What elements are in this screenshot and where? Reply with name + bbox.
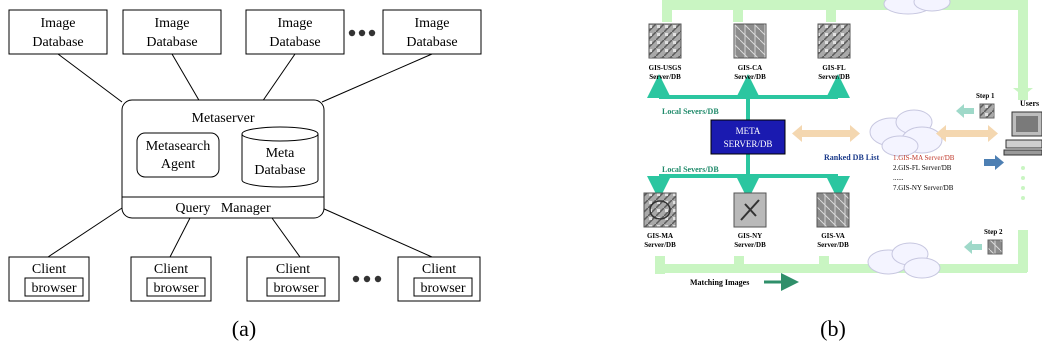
image-database-2-line1: Image bbox=[155, 16, 190, 31]
client-1-label: Client bbox=[32, 262, 66, 277]
server-gis-ca: GIS-CA Server/DB bbox=[733, 23, 767, 81]
meta-server-line1: META bbox=[736, 126, 761, 136]
client-3: Client browser bbox=[246, 256, 340, 302]
client-3-label: Client bbox=[276, 262, 310, 277]
server-gis-usgs-line1: GIS-USGS bbox=[649, 64, 682, 72]
image-database-4-line1: Image bbox=[415, 16, 450, 31]
image-database-4: Image Database bbox=[382, 9, 482, 55]
image-database-3: Image Database bbox=[245, 9, 345, 55]
image-database-1-line2: Database bbox=[32, 35, 83, 50]
ranked-item-2: 2.GIS-FL Server/DB bbox=[893, 164, 952, 172]
server-gis-fl: GIS-FL Server/DB bbox=[817, 23, 851, 81]
metasearch-agent-line2: Agent bbox=[161, 157, 195, 172]
step-2-label: Step 2 bbox=[984, 228, 1003, 236]
client-2: Client browser bbox=[130, 256, 212, 302]
meta-database-line2: Database bbox=[254, 163, 305, 178]
client-2-label: Client bbox=[154, 262, 188, 277]
server-gis-ny-line1: GIS-NY bbox=[738, 232, 763, 240]
client-4-browser: browser bbox=[420, 281, 465, 296]
metasearch-agent-line1: Metasearch bbox=[146, 139, 211, 154]
meta-server-box: META SERVER/DB bbox=[710, 119, 786, 155]
local-servers-label-top: Local Severs/DB bbox=[662, 107, 719, 116]
meta-database-cylinder: Meta Database bbox=[241, 126, 319, 188]
caption-a: (a) bbox=[232, 316, 256, 341]
ranked-db-list: Ranked DB List 1.GIS-MA Server/DB 2.GIS-… bbox=[824, 153, 955, 192]
panel-a: Image Database Image Database Image Data… bbox=[8, 9, 482, 341]
dotted-link bbox=[1021, 166, 1025, 200]
step-1-label: Step 1 bbox=[976, 92, 995, 100]
server-gis-fl-line1: GIS-FL bbox=[822, 64, 846, 72]
server-gis-ca-line1: GIS-CA bbox=[738, 64, 763, 72]
ellipsis-dots-top bbox=[348, 29, 376, 37]
network-cloud-middle bbox=[869, 109, 943, 157]
ranked-title: Ranked DB List bbox=[824, 153, 879, 162]
outer-loop-bands bbox=[655, 0, 1028, 274]
image-database-2-line2: Database bbox=[146, 35, 197, 50]
ellipsis-dots-bottom bbox=[352, 275, 382, 283]
image-database-1-line1: Image bbox=[41, 16, 76, 31]
users-computer-icon bbox=[1003, 111, 1042, 156]
step-1-arrow bbox=[956, 104, 974, 118]
client-4: Client browser bbox=[397, 256, 481, 302]
server-gis-va-line1: GIS-VA bbox=[821, 232, 845, 240]
matching-images-label: Matching Images bbox=[690, 278, 749, 287]
step-2-arrow bbox=[964, 240, 982, 254]
ranked-item-4: 7.GIS-NY Server/DB bbox=[893, 184, 954, 192]
client-4-label: Client bbox=[422, 262, 456, 277]
server-gis-ma-line2: Server/DB bbox=[644, 241, 676, 249]
db-connection-lines bbox=[57, 53, 433, 103]
loop-arrowhead bbox=[1013, 88, 1033, 96]
server-gis-usgs-line2: Server/DB bbox=[649, 73, 681, 81]
client-2-browser: browser bbox=[153, 281, 198, 296]
metaserver-title: Metaserver bbox=[192, 111, 255, 126]
server-gis-ma: GIS-MA Server/DB bbox=[643, 192, 677, 249]
server-gis-ma-line1: GIS-MA bbox=[647, 232, 673, 240]
ranked-item-1: 1.GIS-MA Server/DB bbox=[893, 154, 955, 162]
query-manager: Query Manager bbox=[175, 201, 271, 216]
image-database-3-line1: Image bbox=[278, 16, 313, 31]
local-servers-label-bottom: Local Severs/DB bbox=[662, 165, 719, 174]
meta-to-cloud-arrow bbox=[792, 125, 860, 142]
server-gis-fl-line2: Server/DB bbox=[818, 73, 850, 81]
server-gis-ca-line2: Server/DB bbox=[734, 73, 766, 81]
network-cloud-bottom bbox=[867, 242, 941, 279]
meta-server-line2: SERVER/DB bbox=[724, 139, 773, 149]
server-gis-ny-line2: Server/DB bbox=[734, 241, 766, 249]
cloud-to-users-arrow bbox=[936, 125, 998, 142]
client-1: Client browser bbox=[8, 256, 90, 302]
network-cloud-top bbox=[883, 0, 951, 15]
image-database-1: Image Database bbox=[8, 9, 108, 55]
image-database-3-line2: Database bbox=[269, 35, 320, 50]
image-database-2: Image Database bbox=[122, 9, 222, 55]
meta-database-line1: Meta bbox=[266, 146, 296, 161]
server-gis-va: GIS-VA Server/DB bbox=[816, 192, 850, 249]
step-2-thumbnail bbox=[987, 239, 1003, 255]
users-label: Users bbox=[1020, 99, 1039, 108]
step-1-thumbnail bbox=[979, 103, 995, 119]
server-gis-va-line2: Server/DB bbox=[817, 241, 849, 249]
panel-b: GIS-USGS Server/DB GIS-CA Server/DB GIS-… bbox=[643, 0, 1042, 341]
metasearch-agent: Metasearch Agent bbox=[136, 132, 220, 178]
client-3-browser: browser bbox=[273, 281, 318, 296]
client-connection-lines bbox=[47, 207, 433, 258]
client-1-browser: browser bbox=[31, 281, 76, 296]
ranked-item-3: ...... bbox=[893, 174, 904, 182]
ranked-arrow bbox=[984, 155, 1004, 170]
server-gis-ny: GIS-NY Server/DB bbox=[733, 192, 767, 249]
image-database-4-line2: Database bbox=[406, 35, 457, 50]
server-gis-usgs: GIS-USGS Server/DB bbox=[648, 23, 682, 81]
metaserver: Metaserver Metasearch Agent Meta Databas… bbox=[121, 99, 325, 219]
caption-b: (b) bbox=[820, 316, 846, 341]
